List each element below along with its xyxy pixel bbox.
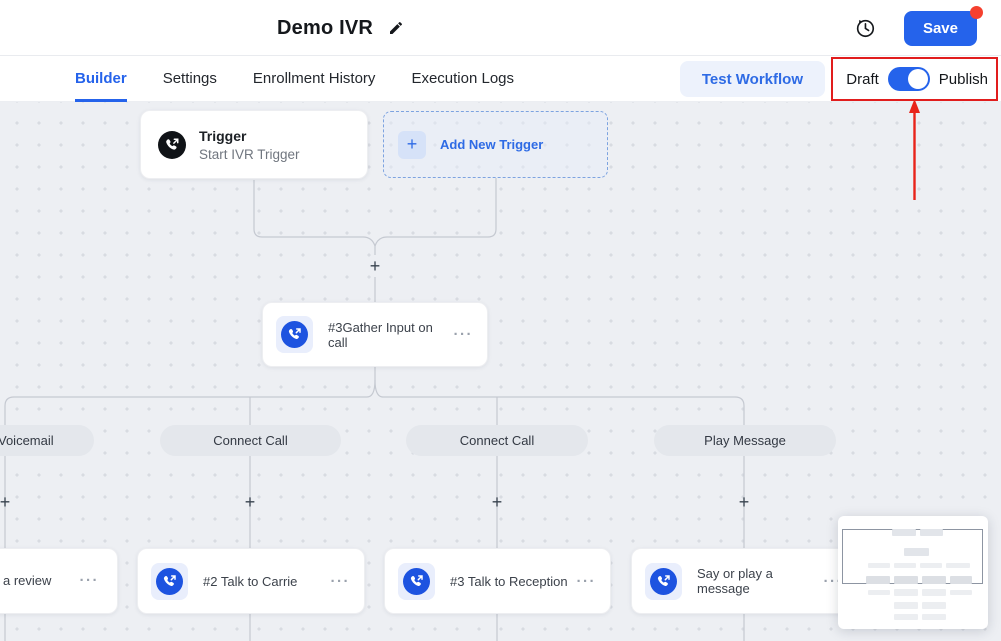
action-node-review[interactable]: a review ··· (0, 548, 118, 614)
ivr-trigger-icon (158, 130, 186, 159)
minimap-node-bar (894, 589, 918, 596)
action-node-say-or-play-message[interactable]: Say or play a message ··· (631, 548, 858, 614)
branch-label-voicemail[interactable]: Voicemail (0, 425, 94, 456)
save-button-label: Save (922, 19, 958, 37)
test-workflow-button[interactable]: Test Workflow (679, 61, 825, 97)
draft-label: Draft (846, 70, 879, 88)
phone-call-icon (151, 562, 188, 600)
workflow-canvas[interactable]: + + + + + Trigger Start IVR Trigger + Ad… (0, 102, 1001, 641)
add-new-trigger-button[interactable]: + Add New Trigger (383, 111, 608, 178)
more-options-icon[interactable]: ··· (576, 572, 596, 590)
branch-label-connect-call-2[interactable]: Connect Call (406, 425, 588, 456)
minimap-node-bar (904, 548, 929, 556)
unsaved-changes-dot (970, 5, 983, 19)
page-title: Demo IVR (277, 16, 374, 39)
save-button[interactable]: Save (903, 5, 983, 46)
add-step-button[interactable]: + (0, 492, 11, 512)
publish-toggle[interactable] (887, 67, 930, 91)
publish-control: Draft Publish (846, 56, 988, 102)
gather-input-node-label: #3Gather Input on call (328, 319, 433, 350)
header: Demo IVR Save (0, 0, 1001, 56)
branch-label-play-message[interactable]: Play Message (654, 425, 836, 456)
more-options-icon[interactable]: ··· (453, 326, 473, 343)
minimap-node-bar (894, 576, 918, 584)
add-step-button[interactable]: + (369, 256, 381, 276)
phone-call-icon (276, 316, 313, 353)
phone-call-icon (398, 562, 435, 600)
version-history-icon[interactable] (854, 17, 876, 39)
add-new-trigger-label: Add New Trigger (440, 137, 544, 152)
gather-input-node[interactable]: #3Gather Input on call ··· (262, 302, 488, 367)
more-options-icon[interactable]: ··· (823, 572, 843, 590)
tab-enrollment-history[interactable]: Enrollment History (252, 70, 376, 87)
edit-title-icon[interactable] (388, 20, 404, 36)
minimap-node-bar (868, 563, 890, 568)
action-node-label: #3 Talk to Reception (450, 573, 568, 589)
publish-label: Publish (938, 70, 988, 88)
action-node-label: #2 Talk to Carrie (203, 573, 298, 589)
trigger-node-subtitle: Start IVR Trigger (199, 146, 300, 162)
trigger-node-title: Trigger (199, 127, 247, 144)
minimap-node-bar (920, 529, 943, 536)
minimap-node-bar (868, 590, 890, 595)
tab-execution-logs[interactable]: Execution Logs (411, 70, 515, 87)
trigger-node[interactable]: Trigger Start IVR Trigger (140, 110, 368, 179)
tab-bar: Builder Settings Enrollment History Exec… (0, 56, 1001, 102)
add-step-button[interactable]: + (738, 492, 750, 512)
minimap-node-bar (892, 529, 916, 536)
minimap-node-bar (894, 602, 918, 609)
tab-builder[interactable]: Builder (75, 56, 127, 102)
publish-toggle-knob (907, 69, 928, 89)
minimap-node-bar (920, 563, 942, 568)
minimap-node-bar (922, 576, 946, 584)
phone-call-icon (645, 562, 682, 600)
branch-label-connect-call-1[interactable]: Connect Call (160, 425, 341, 456)
more-options-icon[interactable]: ··· (330, 572, 350, 590)
action-node-label: Say or play a message (697, 566, 773, 596)
minimap-node-bar (946, 563, 970, 568)
action-node-talk-to-reception[interactable]: #3 Talk to Reception ··· (384, 548, 611, 614)
minimap-node-bar (922, 614, 946, 620)
tab-settings[interactable]: Settings (162, 70, 217, 87)
minimap-node-bar (894, 563, 916, 568)
minimap-node-bar (950, 590, 972, 595)
minimap[interactable] (838, 516, 988, 629)
action-node-label: a review (3, 573, 52, 588)
minimap-node-bar (922, 589, 946, 596)
minimap-node-bar (894, 614, 918, 620)
action-node-talk-to-carrie[interactable]: #2 Talk to Carrie ··· (137, 548, 365, 614)
add-step-button[interactable]: + (491, 492, 503, 512)
minimap-node-bar (922, 602, 946, 609)
minimap-node-bar (950, 576, 972, 584)
plus-icon: + (398, 130, 426, 159)
more-options-icon[interactable]: ··· (79, 572, 99, 589)
minimap-node-bar (866, 576, 890, 584)
add-step-button[interactable]: + (244, 492, 256, 512)
